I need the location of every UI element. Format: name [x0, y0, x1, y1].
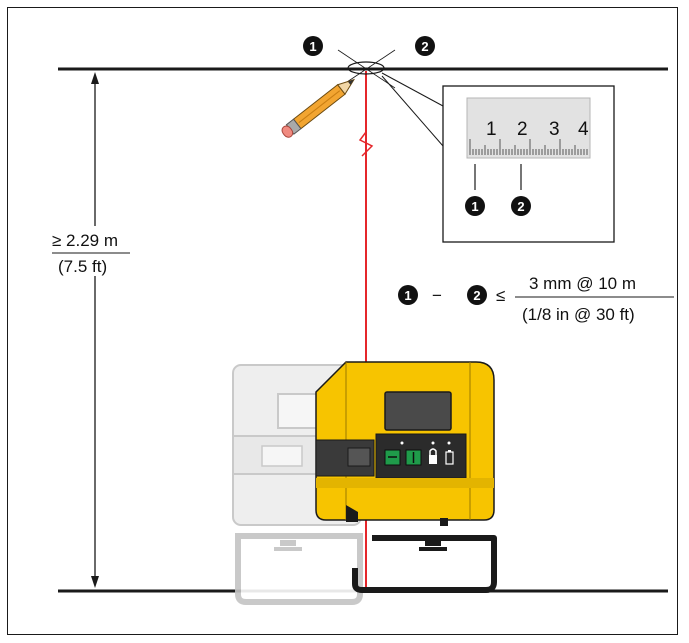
- height-metric-label: ≥ 2.29 m: [52, 231, 118, 250]
- lock-icon: [429, 448, 437, 464]
- beam-break-symbol: [358, 131, 374, 157]
- svg-text:1: 1: [471, 199, 478, 214]
- svg-text:1: 1: [309, 39, 316, 54]
- marker-one-badge: 1: [303, 36, 323, 56]
- tolerance-formula: 1 − 2 ≤ 3 mm @ 10 m (1/8 in @ 30 ft): [398, 274, 674, 324]
- formula-imperial: (1/8 in @ 30 ft): [522, 305, 635, 324]
- ruler-tick-1: 1: [486, 119, 497, 140]
- svg-text:1: 1: [404, 288, 411, 303]
- device-display-window: [384, 391, 452, 431]
- svg-text:2: 2: [421, 39, 428, 54]
- device-base-handle: [352, 535, 497, 593]
- height-imperial-label: (7.5 ft): [58, 257, 107, 276]
- inset-marker-one-badge: 1: [465, 196, 485, 216]
- ruler-minor-ticks: [469, 139, 588, 155]
- formula-marker-two: 2: [467, 285, 487, 305]
- inset-marker-two-badge: 2: [511, 196, 531, 216]
- callout-line-lower: [381, 75, 444, 147]
- formula-marker-one: 1: [398, 285, 418, 305]
- ruler-tick-3: 3: [549, 119, 560, 140]
- formula-relation: ≤: [496, 286, 505, 305]
- callout-line-upper: [381, 72, 444, 107]
- diagram-frame: [7, 7, 678, 635]
- svg-text:2: 2: [473, 288, 480, 303]
- magnifier-inset: 1 2 3 4 1 2: [442, 85, 615, 243]
- ruler: [466, 97, 591, 159]
- battery-icon: [445, 450, 454, 465]
- ruler-tick-2: 2: [517, 119, 528, 140]
- height-dimension-arrow: [91, 72, 99, 588]
- laser-plumb-device: [315, 361, 495, 526]
- marker-two-badge: 2: [415, 36, 435, 56]
- formula-minus: −: [432, 286, 442, 305]
- pencil-icon: [281, 78, 356, 138]
- svg-text:2: 2: [517, 199, 524, 214]
- ruler-tick-4: 4: [578, 119, 589, 140]
- formula-metric: 3 mm @ 10 m: [529, 274, 636, 293]
